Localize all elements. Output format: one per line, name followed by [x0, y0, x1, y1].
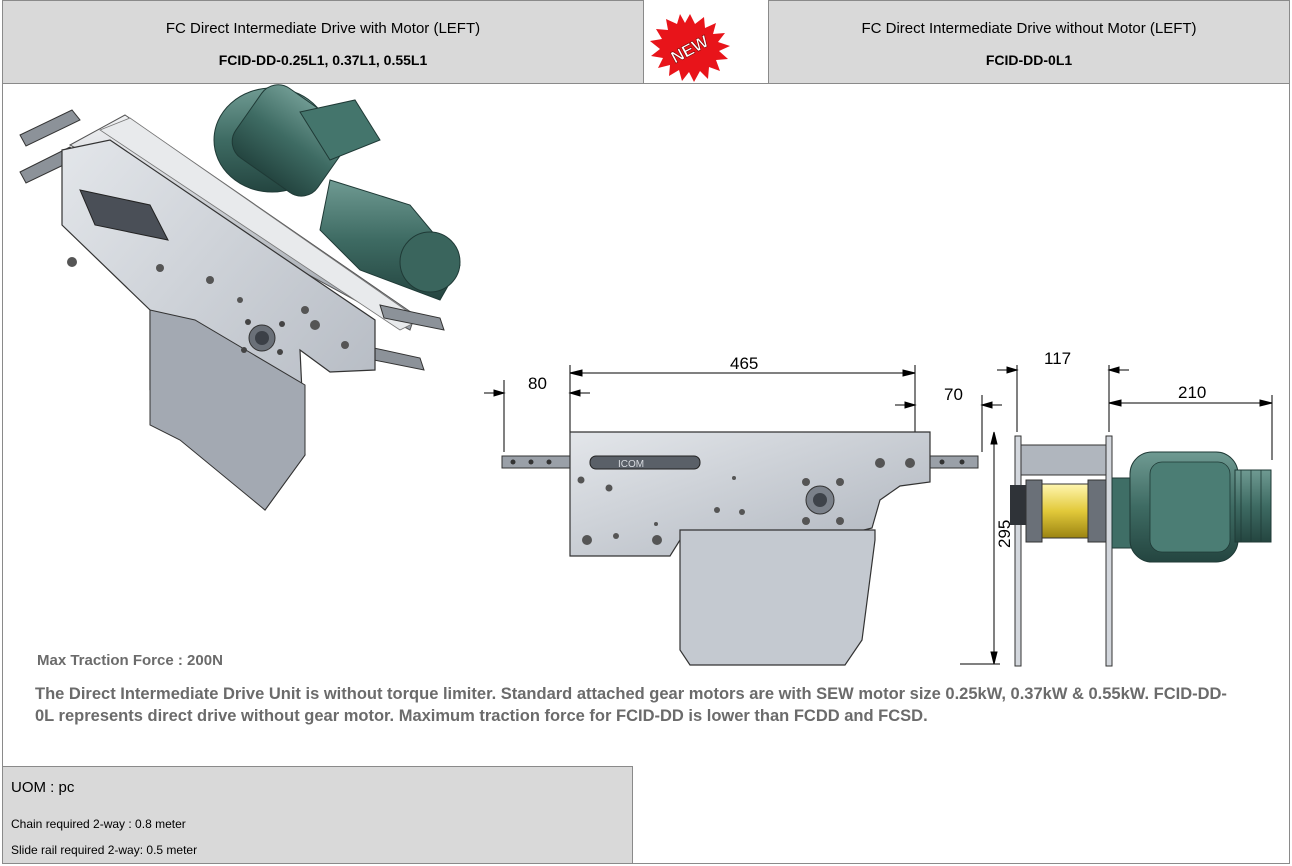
header-left-title: FC Direct Intermediate Drive with Motor … [165, 20, 481, 37]
max-traction-force: Max Traction Force : 200N [37, 652, 223, 669]
uom-unit: UOM : pc [11, 779, 75, 796]
header-right-title: FC Direct Intermediate Drive without Mot… [861, 20, 1197, 37]
product-description: The Direct Intermediate Drive Unit is wi… [35, 685, 1227, 725]
uom-chain: Chain required 2-way : 0.8 meter [11, 817, 186, 831]
header-right-cell: FC Direct Intermediate Drive without Mot… [768, 0, 1290, 84]
new-badge-icon: NEW [650, 14, 730, 82]
uom-slide-rail: Slide rail required 2-way: 0.5 meter [11, 843, 198, 857]
uom-box: UOM : pc Chain required 2-way : 0.8 mete… [2, 766, 633, 864]
header-right-code: FCID-DD-0L1 [985, 52, 1073, 68]
header-left-cell: FC Direct Intermediate Drive with Motor … [2, 0, 644, 84]
header-left-code: FCID-DD-0.25L1, 0.37L1, 0.55L1 [218, 52, 428, 68]
